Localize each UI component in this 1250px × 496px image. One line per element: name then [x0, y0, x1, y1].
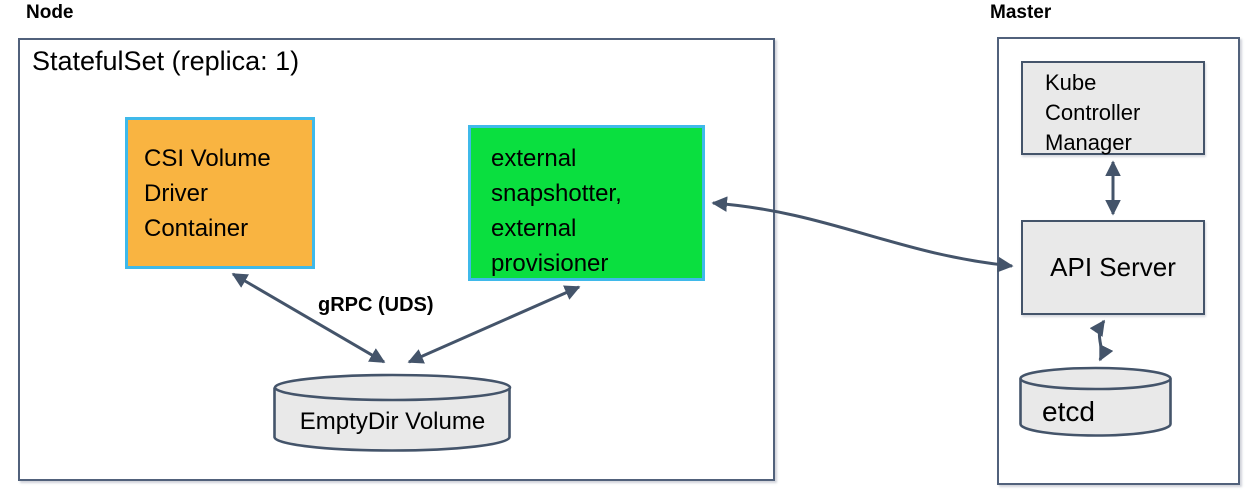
kube-controller-manager-box: Kube Controller Manager	[1021, 61, 1205, 155]
emptydir-volume-cylinder	[273, 373, 512, 458]
statefulset-title: StatefulSet (replica: 1)	[32, 46, 300, 76]
grpc-uds-label: gRPC (UDS)	[318, 294, 434, 316]
cylinder-shape	[273, 373, 512, 452]
cylinder-shape	[1019, 366, 1172, 437]
external-snapshotter-provisioner-box: external snapshotter, external provision…	[468, 125, 705, 281]
master-section-label: Master	[990, 2, 1052, 23]
csi-volume-driver-container-box: CSI Volume Driver Container	[125, 117, 315, 269]
etcd-cylinder	[1019, 366, 1172, 443]
emptydir-volume-label: EmptyDir Volume	[299, 408, 486, 435]
etcd-label: etcd	[1042, 396, 1095, 427]
api-server-box: API Server	[1021, 220, 1205, 315]
node-section-label: Node	[26, 2, 74, 23]
